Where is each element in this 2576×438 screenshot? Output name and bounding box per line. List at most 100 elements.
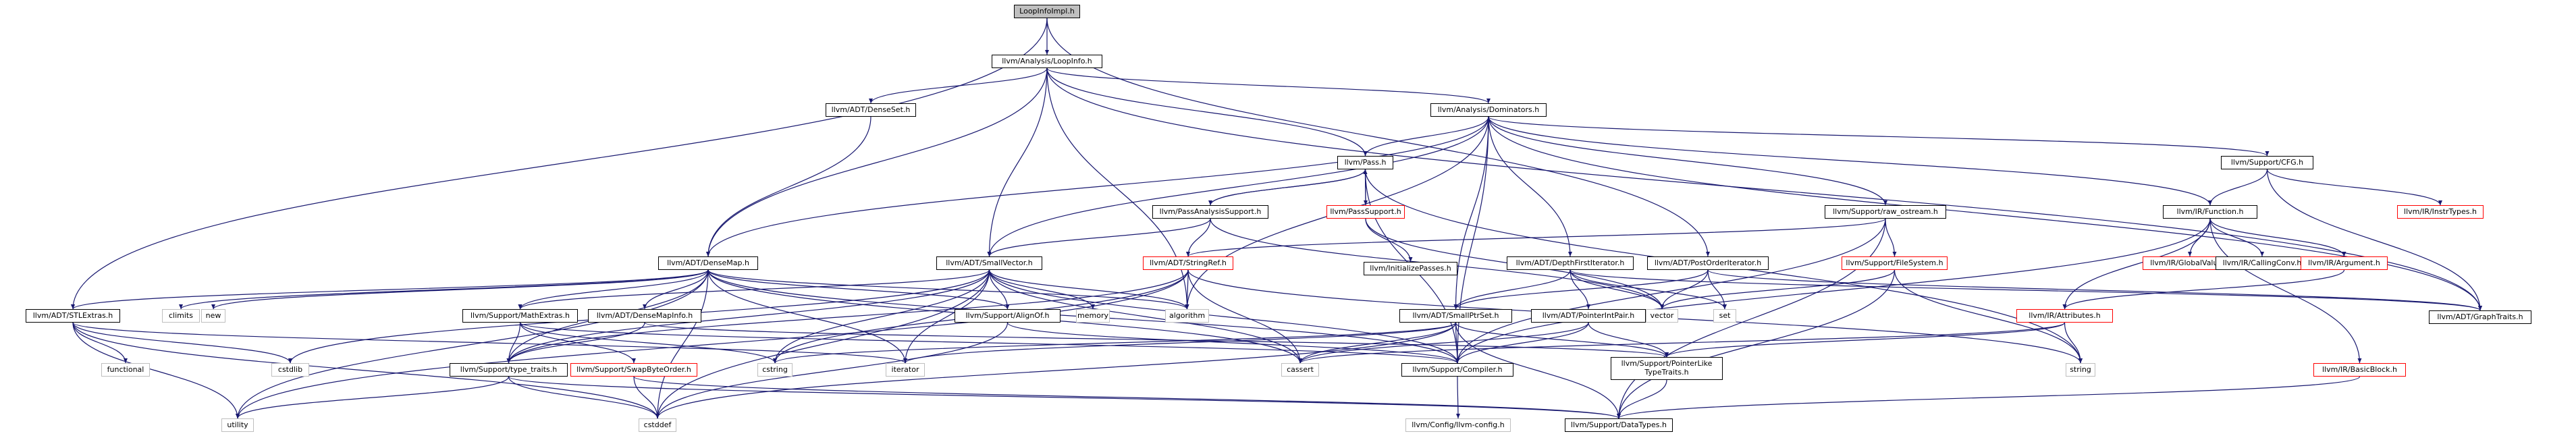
edge-dominators-to-raw-ostream [1488,116,1887,206]
edge-dominators-to-function [1488,116,2212,206]
node-vector: vector [1646,309,1678,323]
node-datatypes[interactable]: llvm/Support/DataTypes.h [1565,418,1673,432]
node-basicblock[interactable]: llvm/IR/BasicBlock.h [2313,363,2406,377]
edge-smallvector-to-type-traits [506,269,990,364]
node-cstring: cstring [757,363,793,377]
edge-smallvector-to-alignof [988,269,1010,310]
node-dominators[interactable]: llvm/Analysis/Dominators.h [1430,103,1547,117]
edge-smallptrset-to-pointerliketypetraits [1455,322,1669,358]
edge-dominators-to-smallvector [987,116,1489,257]
node-cfg[interactable]: llvm/Support/CFG.h [2221,156,2313,169]
node-passanalysissupport[interactable]: llvm/PassAnalysisSupport.h [1152,205,1268,219]
node-loopinfo[interactable]: llvm/Analysis/LoopInfo.h [992,55,1102,68]
edge-pointerintpair-to-cassert [1298,322,1589,364]
edge-function-to-callingconv [2209,218,2264,257]
node-string: string [2066,363,2095,377]
edge-smallvector-to-cstddef [655,269,990,419]
edge-basicblock-to-datatypes [1617,376,2361,419]
edge-stringref-to-type-traits [506,269,1189,364]
edge-depthfirstiterator-to-graphtraits [1569,269,2482,311]
node-densemapinfo[interactable]: llvm/ADT/DenseMapInfo.h [588,309,701,323]
node-functional: functional [101,363,150,377]
edge-smallptrset-to-datatypes [1455,322,1621,419]
edge-compiler-to-llvm-config [1455,376,1460,419]
node-globalvalue[interactable]: llvm/IR/GlobalValue.h [2143,256,2237,270]
edge-raw-ostream-to-stringref [1186,218,1886,257]
node-memory: memory [1076,309,1110,323]
edge-attributes-to-string [2064,322,2083,364]
node-utility: utility [221,418,254,432]
edge-smallvector-to-compiler [988,269,1459,364]
edge-mathextras-to-compiler [519,322,1459,364]
node-function[interactable]: llvm/IR/Function.h [2163,205,2257,219]
edge-function-to-compiler [1455,218,2211,364]
edge-type-traits-to-utility [236,376,510,419]
node-instrtypes[interactable]: llvm/IR/InstrTypes.h [2397,205,2484,219]
edge-function-to-argument [2209,218,2346,257]
edge-swapbyteorder-to-datatypes [633,376,1621,419]
node-swapbyteorder[interactable]: llvm/Support/SwapByteOrder.h [570,363,697,377]
edge-attributes-to-pointerliketypetraits [1665,322,2066,358]
node-mathextras[interactable]: llvm/Support/MathExtras.h [462,309,578,323]
edge-loopinfo-to-graphtraits [1046,67,2482,311]
edge-pointerliketypetraits-to-datatypes [1617,379,1667,419]
edge-smallvector-to-mathextras [518,269,990,310]
edge-stlextras-to-iterator [72,322,907,364]
node-denseset[interactable]: llvm/ADT/DenseSet.h [826,103,916,117]
node-climits: climits [162,309,200,323]
node-graphtraits[interactable]: llvm/ADT/GraphTraits.h [2429,310,2531,324]
edge-cfg-to-function [2208,169,2268,206]
node-attributes[interactable]: llvm/IR/Attributes.h [2016,309,2113,323]
edge-smallptrset-to-cassert [1298,322,1457,364]
node-smallptrset[interactable]: llvm/ADT/SmallPtrSet.h [1399,309,1512,323]
node-postorderiterator[interactable]: llvm/ADT/PostOrderIterator.h [1647,256,1769,270]
edge-raw-ostream-to-filesystem [1885,218,1897,257]
node-iterator: iterator [886,363,925,377]
node-stlextras[interactable]: llvm/ADT/STLExtras.h [26,309,120,323]
edge-stlextras-to-utility [72,322,240,419]
edge-postorderiterator-to-vector [1660,269,1709,310]
edge-smallvector-to-iterator [903,269,990,364]
edge-function-to-basicblock [2209,218,2362,364]
edge-postorderiterator-to-smallptrset [1453,269,1709,310]
node-filesystem[interactable]: llvm/Support/FileSystem.h [1842,256,1948,270]
node-smallvector[interactable]: llvm/ADT/SmallVector.h [936,256,1042,270]
edge-densemap-to-cstddef [655,269,709,419]
node-passsupport[interactable]: llvm/PassSupport.h [1326,205,1405,219]
node-loopinfoimpl: LoopInfoImpl.h [1014,5,1080,18]
edge-loopinfo-to-denseset [869,67,1048,104]
node-type-traits[interactable]: llvm/Support/type_traits.h [450,363,568,377]
edge-postorderiterator-to-graphtraits [1707,269,2482,311]
edge-loopinfo-to-pass [1046,67,1368,157]
edge-smallptrset-to-cstddef [655,322,1457,419]
edge-mathextras-to-type-traits [506,322,521,364]
edge-cfg-to-instrtypes [2266,169,2442,206]
node-pointerintpair[interactable]: llvm/ADT/PointerIntPair.h [1531,309,1646,323]
node-densemap[interactable]: llvm/ADT/DenseMap.h [658,256,758,270]
edge-dominators-to-smallptrset [1453,116,1489,310]
node-alignof[interactable]: llvm/Support/AlignOf.h [955,309,1061,323]
node-callingconv[interactable]: llvm/IR/CallingConv.h [2216,256,2309,270]
edge-stlextras-to-cstdlib [72,322,292,364]
node-initializepasses[interactable]: llvm/InitializePasses.h [1364,262,1457,275]
edge-densemapinfo-to-pointerliketypetraits [644,322,1669,358]
edge-filesystem-to-string [1894,269,2083,364]
node-depthfirstiterator[interactable]: llvm/ADT/DepthFirstIterator.h [1507,256,1634,270]
node-argument[interactable]: llvm/IR/Argument.h [2301,256,2388,270]
edge-postorderiterator-to-set [1707,269,1727,310]
edge-argument-to-attributes [2062,269,2345,310]
node-compiler[interactable]: llvm/Support/Compiler.h [1401,363,1513,377]
edge-loopinfo-to-algorithm [1046,67,1189,310]
node-raw-ostream[interactable]: llvm/Support/raw_ostream.h [1825,205,1946,219]
node-stringref[interactable]: llvm/ADT/StringRef.h [1143,256,1233,270]
edge-densemap-to-utility [236,269,709,419]
edge-loopinfoimpl-to-postorderiterator [1046,18,1710,257]
edge-densemapinfo-to-type-traits [506,322,645,364]
node-pass[interactable]: llvm/Pass.h [1337,156,1393,169]
edge-stlextras-to-functional [72,322,128,364]
node-new: new [201,309,225,323]
edge-smallvector-to-cstring [773,269,990,364]
node-pointerliketypetraits[interactable]: llvm/Support/PointerLike TypeTraits.h [1611,357,1723,380]
edge-swapbyteorder-to-cstddef [633,376,660,419]
